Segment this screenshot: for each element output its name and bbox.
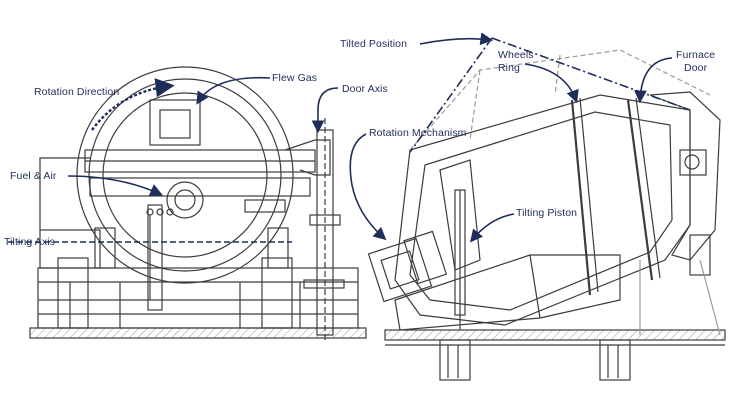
flew-gas-arrow: [196, 76, 271, 105]
label-tilting-piston: Tilting Piston: [516, 207, 578, 219]
label-rotation-mechanism: Rotation Mechanism: [369, 127, 467, 139]
furnace-door-arrow: [634, 57, 673, 104]
label-wheels-ring: Wheels Ring: [498, 49, 534, 75]
rotation-direction-arrow: [91, 78, 175, 131]
tilted-drum-body: [394, 94, 691, 326]
burner-port: [166, 181, 204, 219]
label-tilted-position: Tilted Position: [340, 38, 408, 50]
flue-gas-port: [149, 99, 201, 146]
label-fuel-air: Fuel & Air: [10, 170, 57, 182]
side-view: [367, 49, 726, 381]
side-ground-plate: [384, 329, 726, 341]
tilted-position-arrow: [419, 32, 494, 46]
label-rotation-direction: Rotation Direction: [34, 86, 120, 98]
label-wheels: Wheels: [498, 49, 534, 61]
rotation-mechanism-box: [367, 237, 433, 303]
label-flew-gas: Flew Gas: [272, 72, 318, 84]
label-door-axis: Door Axis: [342, 83, 388, 95]
tilted-position-lines: [409, 37, 691, 153]
label-tilting-axis: Tilting Axis: [4, 236, 55, 248]
front-view: [29, 66, 367, 340]
wheels-ring-arrow: [524, 63, 579, 104]
annotation-arrows: [67, 32, 673, 243]
front-foot-pad: [29, 327, 367, 339]
label-furnace-door: Furnace Door: [676, 49, 715, 75]
front-base-frame: [37, 267, 359, 329]
label-ring: Ring: [498, 62, 520, 74]
label-furnace: Furnace: [676, 49, 716, 61]
door-axis-arrow: [311, 87, 339, 134]
label-door: Door: [684, 62, 708, 74]
fuel-air-arrow: [67, 175, 163, 196]
drum-outer-ring: [76, 66, 294, 284]
rotation-mechanism-arrow: [349, 133, 387, 241]
tilting-piston-arrow: [469, 213, 515, 243]
